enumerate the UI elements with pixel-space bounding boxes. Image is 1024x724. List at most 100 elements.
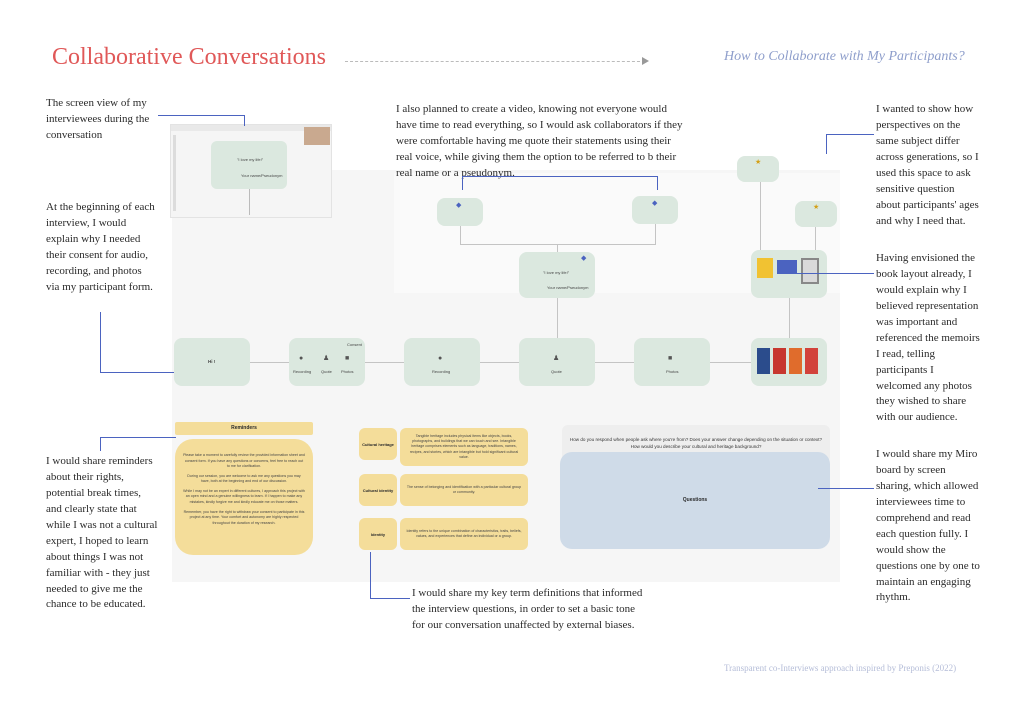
annotation-connector (100, 372, 174, 373)
quote-card-node: "I love my life!" Your name/Pseudonym ◆ (519, 252, 595, 298)
flow-connector (460, 226, 461, 244)
memoir-cover-image (773, 348, 786, 374)
reminder-item: Remember, you have the right to withdraw… (183, 509, 305, 525)
screen-view-thumbnail: "I love my life!" Your name/Pseudonym (170, 124, 332, 218)
term-definition-cultural-heritage: Tangible heritage includes physical item… (400, 428, 528, 466)
questions-card: Questions (560, 452, 830, 549)
quote-label: Quote (551, 369, 562, 374)
board-toolbar (173, 135, 176, 211)
flow-node-quote: ♟ Quote (519, 338, 595, 386)
annotation-screen-view: The screen view of my interviewees durin… (46, 97, 150, 141)
footer-credit: Transparent co-Interviews approach inspi… (724, 663, 957, 673)
reminders-note: Please take a moment to carefully review… (175, 439, 313, 555)
consent-item-recording: Recording (293, 369, 312, 374)
center-quote: "I love my life!" (543, 270, 570, 275)
memoir-cover-image (805, 348, 818, 374)
term-chip-cultural-heritage: Cultural heritage (359, 428, 397, 460)
flow-connector (789, 298, 790, 338)
book-cover-image (757, 258, 773, 278)
flow-connector (460, 244, 656, 245)
annotation-connector (100, 312, 101, 372)
annotation-connector (370, 598, 410, 599)
annotation-generations: I wanted to show how perspectives on the… (876, 103, 979, 227)
star-icon: ★ (755, 158, 762, 166)
annotation-connector (244, 115, 245, 126)
photos-label: Photos (666, 369, 679, 374)
annotation-connector (462, 176, 658, 177)
flow-node-consent: Consent ● ♟ ■ Recording Quote Photos (289, 338, 365, 386)
flow-connector (250, 362, 289, 363)
person-icon: ♟ (553, 354, 560, 362)
screen-quote-card: "I love my life!" Your name/Pseudonym (211, 141, 287, 189)
star-icon: ★ (813, 203, 820, 211)
annotation-connector (796, 273, 874, 274)
page-title: Collaborative Conversations (52, 44, 326, 70)
reminder-item: While I may not be an expert in differen… (183, 488, 305, 504)
interviewee-video-thumbnail (304, 127, 330, 145)
annotation-key-terms: I would share my key term definitions th… (412, 587, 643, 631)
flow-connector (760, 182, 761, 250)
consent-label: Consent (347, 342, 362, 347)
screen-name: Your name/Pseudonym (241, 173, 283, 178)
microphone-icon: ● (299, 354, 304, 362)
layout-lines-image (777, 260, 797, 274)
reminders-title: Reminders (175, 422, 313, 435)
annotation-connector (100, 437, 101, 451)
browser-bar (171, 125, 331, 131)
annotation-connector (462, 176, 463, 190)
pin-icon: ◆ (581, 254, 587, 262)
annotation-video: I also planned to create a video, knowin… (396, 103, 683, 179)
connector-line (249, 189, 250, 215)
consent-item-quote: Quote (321, 369, 332, 374)
reminder-item: During our session, you are welcome to a… (187, 473, 301, 484)
annotation-book-layout: Having envisioned the book layout alread… (876, 252, 980, 424)
annotation-miro: I would share my Miro board by screen sh… (876, 448, 980, 604)
annotation-connector (158, 115, 244, 116)
annotation-connector (370, 552, 371, 598)
arrow-right-icon (642, 57, 649, 65)
term-chip-cultural-identity: Cultural identity (359, 474, 397, 506)
consent-item-photos: Photos (341, 369, 354, 374)
screen-quote: "I love my life!" (237, 157, 264, 162)
flow-node-recording: ● Recording (404, 338, 480, 386)
pin-icon: ◆ (456, 201, 462, 209)
center-name: Your name/Pseudonym (547, 285, 589, 290)
microphone-icon: ● (438, 354, 443, 362)
flow-node-greeting: Hi ! (174, 338, 250, 386)
flow-connector (815, 227, 816, 250)
annotation-connector (826, 134, 874, 135)
flow-node-memoirs (751, 338, 827, 386)
camera-icon: ■ (345, 354, 350, 362)
flow-connector (710, 362, 751, 363)
flow-connector (365, 362, 404, 363)
title-divider (345, 61, 645, 62)
voice-quote-node: ◆ (437, 198, 483, 226)
recording-label: Recording (432, 369, 451, 374)
flow-connector (557, 298, 558, 338)
flow-node-photos: ■ Photos (634, 338, 710, 386)
term-chip-identity: Identity (359, 518, 397, 550)
annotation-connector (818, 488, 874, 489)
memoir-cover-image (789, 348, 802, 374)
age-question-node: ★ (737, 156, 779, 182)
annotation-connector (100, 437, 176, 438)
flow-connector (480, 362, 519, 363)
pin-icon: ◆ (652, 199, 658, 207)
camera-icon: ■ (668, 354, 673, 362)
flow-connector (557, 244, 558, 252)
greeting-label: Hi ! (208, 359, 216, 364)
flow-connector (655, 224, 656, 244)
book-layout-node (751, 250, 827, 298)
annotation-connector (826, 134, 827, 154)
page-subtitle: How to Collaborate with My Participants? (724, 49, 965, 64)
photo-frame-image (801, 258, 819, 284)
flow-connector (595, 362, 634, 363)
reminder-item: Please take a moment to carefully review… (183, 453, 305, 469)
person-icon: ♟ (323, 354, 330, 362)
generation-question-node: ★ (795, 201, 837, 227)
annotation-consent: At the beginning of each interview, I wo… (46, 201, 155, 293)
annotation-connector (657, 176, 658, 190)
memoir-cover-image (757, 348, 770, 374)
annotation-reminders: I would share reminders about their righ… (46, 455, 158, 611)
term-definition-identity: Identity refers to the unique combinatio… (400, 518, 528, 550)
